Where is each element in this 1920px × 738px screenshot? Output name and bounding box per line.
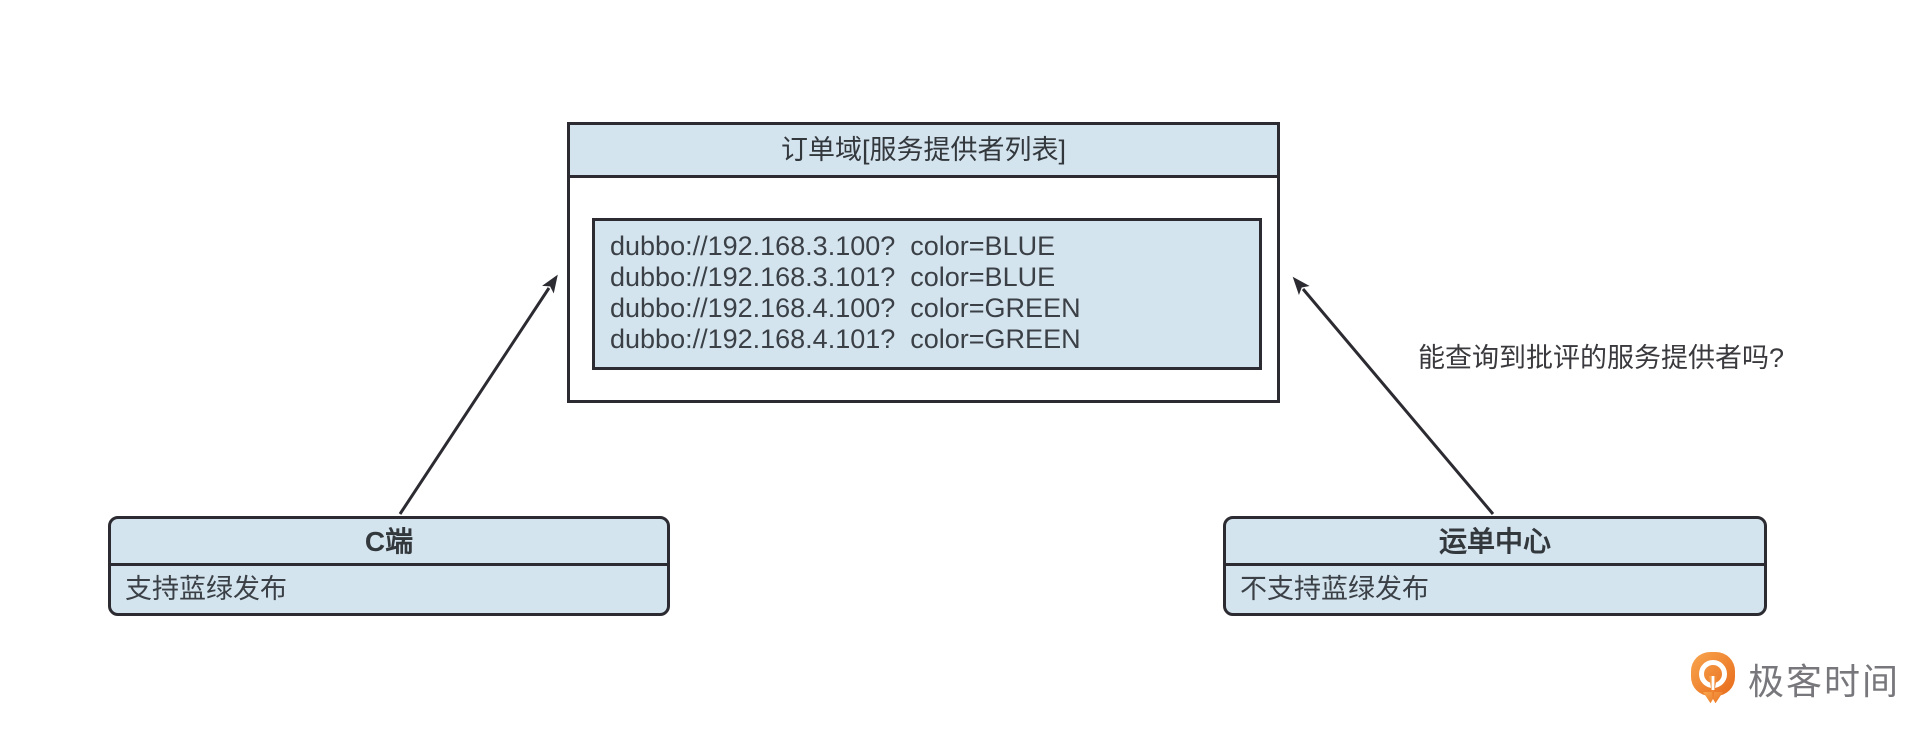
node-note: 支持蓝绿发布 bbox=[125, 574, 287, 604]
provider-line: dubbo://192.168.3.100? color=BLUE bbox=[610, 231, 1056, 261]
registry-title: 订单域[服务提供者列表] bbox=[570, 125, 1277, 178]
node-title: C端 bbox=[111, 519, 667, 566]
arrow-left-to-registry bbox=[398, 274, 558, 515]
provider-line: dubbo://192.168.4.101? color=GREEN bbox=[610, 324, 1081, 354]
geektime-pin-icon bbox=[1691, 652, 1735, 708]
registry-node: 订单域[服务提供者列表] dubbo://192.168.3.100? colo… bbox=[567, 122, 1280, 403]
brand-logo-text: 极客时间 bbox=[1748, 661, 1901, 702]
brand-logo: 极客时间 bbox=[1688, 650, 1900, 708]
arrow-right-to-registry bbox=[1292, 276, 1495, 515]
provider-line: dubbo://192.168.3.101? color=BLUE bbox=[610, 262, 1056, 292]
node-note: 不支持蓝绿发布 bbox=[1240, 574, 1429, 604]
provider-list-box: dubbo://192.168.3.100? color=BLUE dubbo:… bbox=[592, 218, 1262, 370]
annotation-text: 能查询到批评的服务提供者吗? bbox=[1418, 343, 1785, 373]
provider-line: dubbo://192.168.4.100? color=GREEN bbox=[610, 293, 1081, 323]
consumer-node-waybill: 运单中心 不支持蓝绿发布 bbox=[1223, 516, 1767, 616]
consumer-node-c: C端 支持蓝绿发布 bbox=[108, 516, 670, 616]
node-title: 运单中心 bbox=[1226, 519, 1764, 566]
